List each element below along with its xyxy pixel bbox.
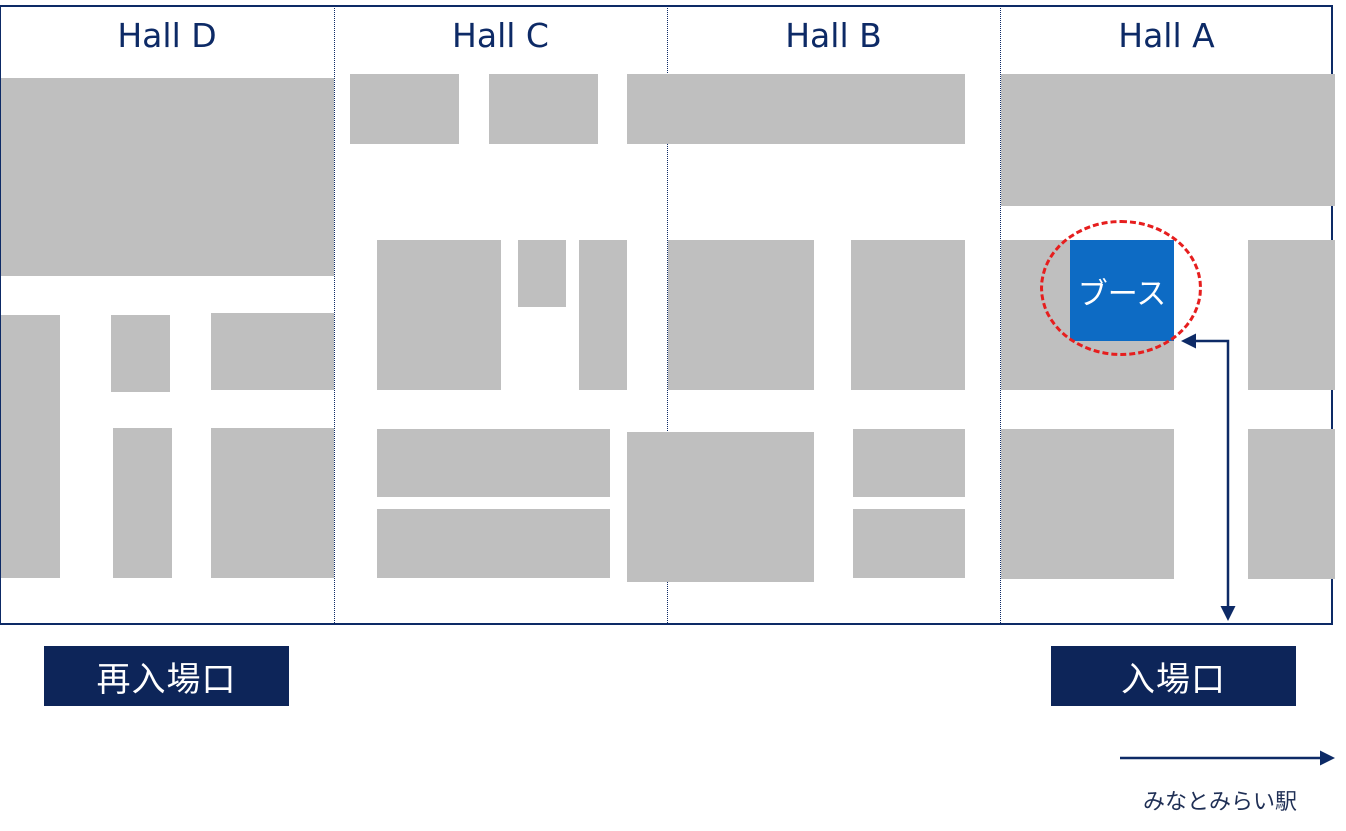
hall-c-booth-block: [377, 429, 610, 497]
reentry-gate[interactable]: 再入場口: [44, 646, 289, 706]
hall-b-booth-block: [668, 240, 814, 390]
hall-c-label: Hall C: [452, 16, 549, 55]
hall-d-booth-block: [211, 313, 334, 390]
hall-c-booth-block: [518, 240, 566, 307]
hall-a-booth-block: [1001, 429, 1174, 579]
hall-c-booth-block: [579, 240, 627, 390]
hall-divider-b-a: [1000, 5, 1001, 625]
hall-a-booth-block: [1248, 429, 1335, 579]
hall-b-booth-block: [851, 240, 965, 390]
hall-c-booth-block: [377, 509, 610, 578]
hall-d-booth-block: [211, 428, 334, 578]
hall-d-booth-block: [113, 428, 172, 578]
booth-highlight-ring: [1040, 220, 1202, 356]
hall-d-booth-block: [1, 78, 334, 276]
hall-b-booth-block: [627, 74, 965, 144]
hall-d-booth-block: [1, 315, 60, 578]
hall-a-booth-block: [1001, 74, 1335, 206]
hall-divider-d-c: [334, 5, 335, 625]
main-entrance-gate[interactable]: 入場口: [1051, 646, 1296, 706]
hall-c-booth-block: [489, 74, 598, 144]
hall-b-label: Hall B: [785, 16, 882, 55]
hall-a-label: Hall A: [1118, 16, 1215, 55]
hall-b-booth-block: [853, 429, 965, 497]
hall-a-booth-block: [1248, 240, 1335, 390]
station-label: みなとみらい駅: [1143, 790, 1298, 815]
route-to-booth-arrow: [1181, 333, 1236, 621]
hall-c-booth-block: [377, 240, 501, 390]
hall-divider-c-b: [667, 5, 668, 625]
hall-b-booth-block: [853, 509, 965, 578]
hall-c-booth-block: [350, 74, 459, 144]
hall-d-booth-block: [111, 315, 170, 392]
hall-b-booth-block: [627, 432, 814, 582]
hall-d-label: Hall D: [117, 16, 217, 55]
